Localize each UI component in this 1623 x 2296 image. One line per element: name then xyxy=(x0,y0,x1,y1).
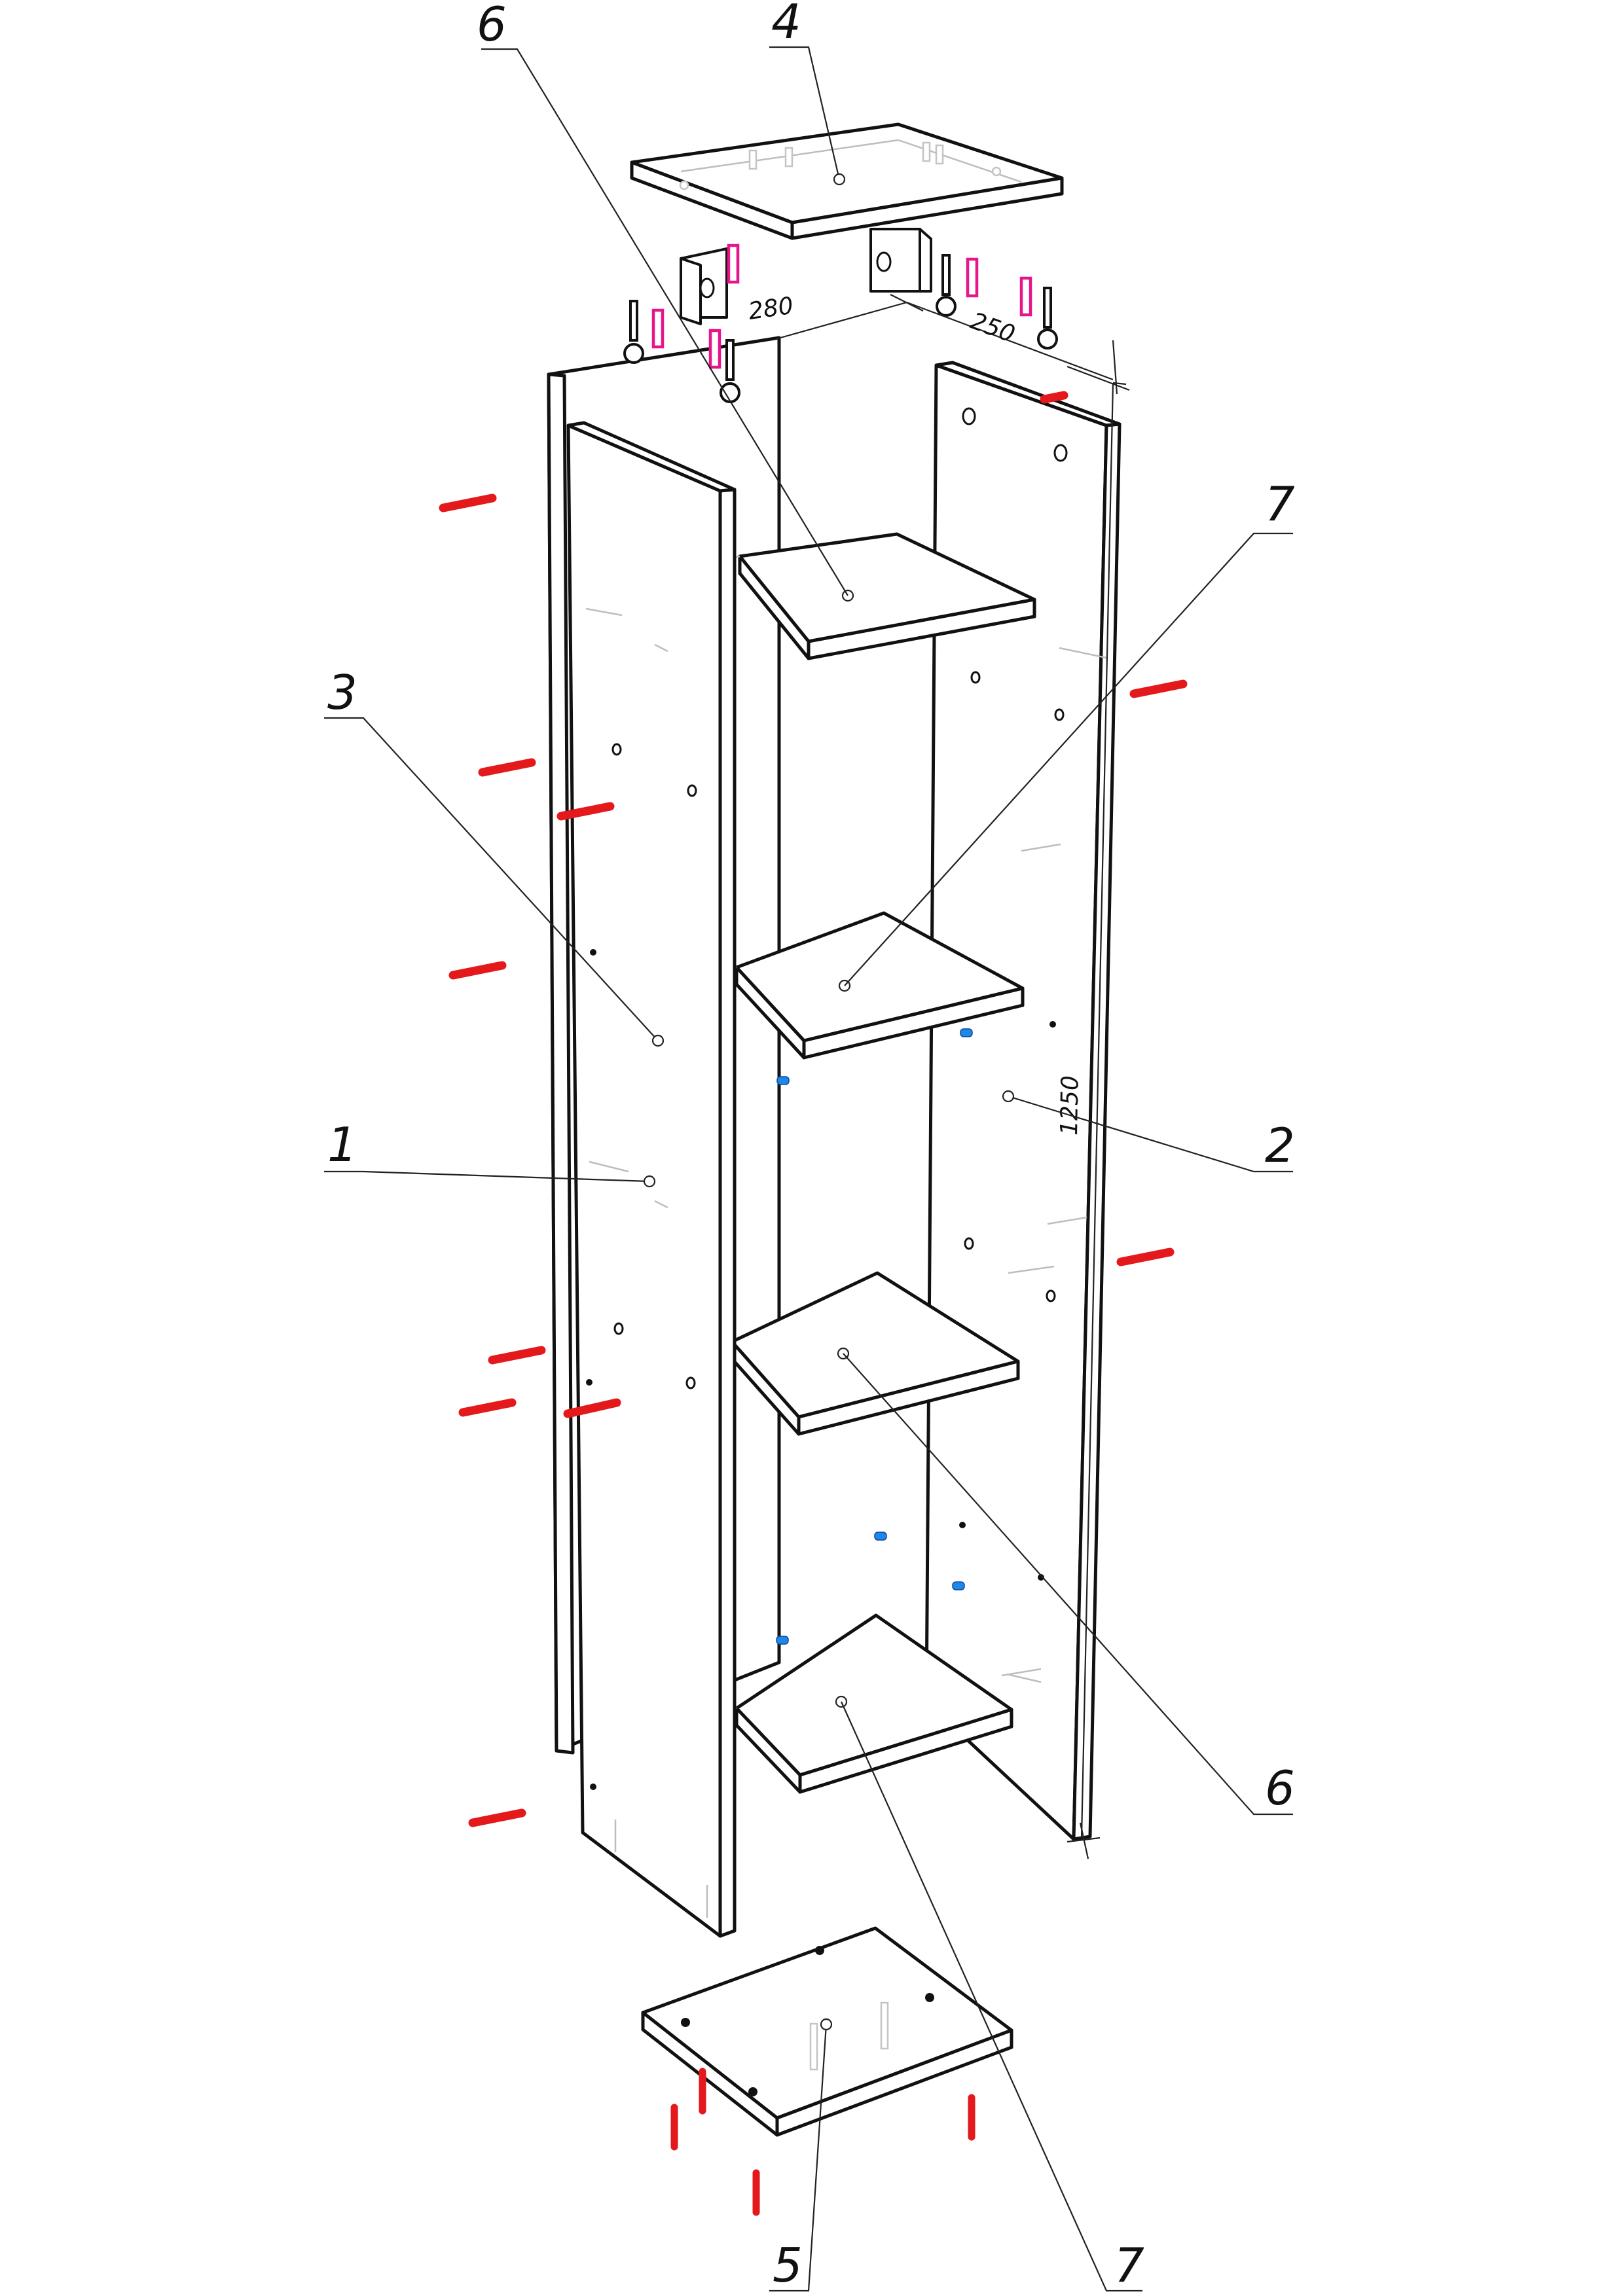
shelf-clips xyxy=(776,1028,973,1645)
left-front-panel xyxy=(566,421,737,1938)
callout-2: 2 xyxy=(1265,1118,1295,1173)
top-panel xyxy=(630,122,1064,240)
eccentric-4 xyxy=(1037,287,1058,350)
dimension-width: 280 xyxy=(747,293,924,340)
eccentric-fittings xyxy=(623,254,1058,403)
dowel-pins-pink xyxy=(651,243,1032,369)
eccentric-1 xyxy=(623,300,644,364)
eccentric-2 xyxy=(720,339,740,403)
dimension-height-label: 1250 xyxy=(1056,1075,1084,1136)
screws-bottom xyxy=(670,2068,976,2216)
callout-7-top: 7 xyxy=(1265,476,1295,531)
right-panel-holes xyxy=(959,407,1068,1581)
callout-7-bottom: 7 xyxy=(1114,2238,1144,2293)
screws-left xyxy=(439,493,621,1827)
callout-4: 4 xyxy=(771,0,801,49)
shelf-2 xyxy=(666,911,1025,1060)
eccentric-3 xyxy=(936,254,957,317)
dimension-height: 1250 xyxy=(1056,340,1127,1859)
callout-labels: 6 4 7 3 1 2 6 5 7 xyxy=(327,0,1295,2293)
front-panel-hidden-details xyxy=(585,607,708,1918)
screws-right xyxy=(1040,391,1188,1266)
callout-6-bottom: 6 xyxy=(1265,1761,1295,1816)
dimension-depth-label: 250 xyxy=(967,308,1019,348)
leader-lines xyxy=(324,46,1293,2292)
front-panel-holes xyxy=(586,743,697,1790)
corner-bracket-left xyxy=(680,247,728,325)
callout-1: 1 xyxy=(327,1117,357,1172)
callout-5: 5 xyxy=(773,2238,803,2293)
dimension-width-label: 280 xyxy=(747,293,795,325)
callout-6-top: 6 xyxy=(477,0,507,52)
callout-3: 3 xyxy=(327,665,357,720)
corner-bracket-right xyxy=(869,228,932,293)
bottom-panel xyxy=(641,1926,1013,2137)
right-panel-hidden-details xyxy=(1001,647,1107,1683)
